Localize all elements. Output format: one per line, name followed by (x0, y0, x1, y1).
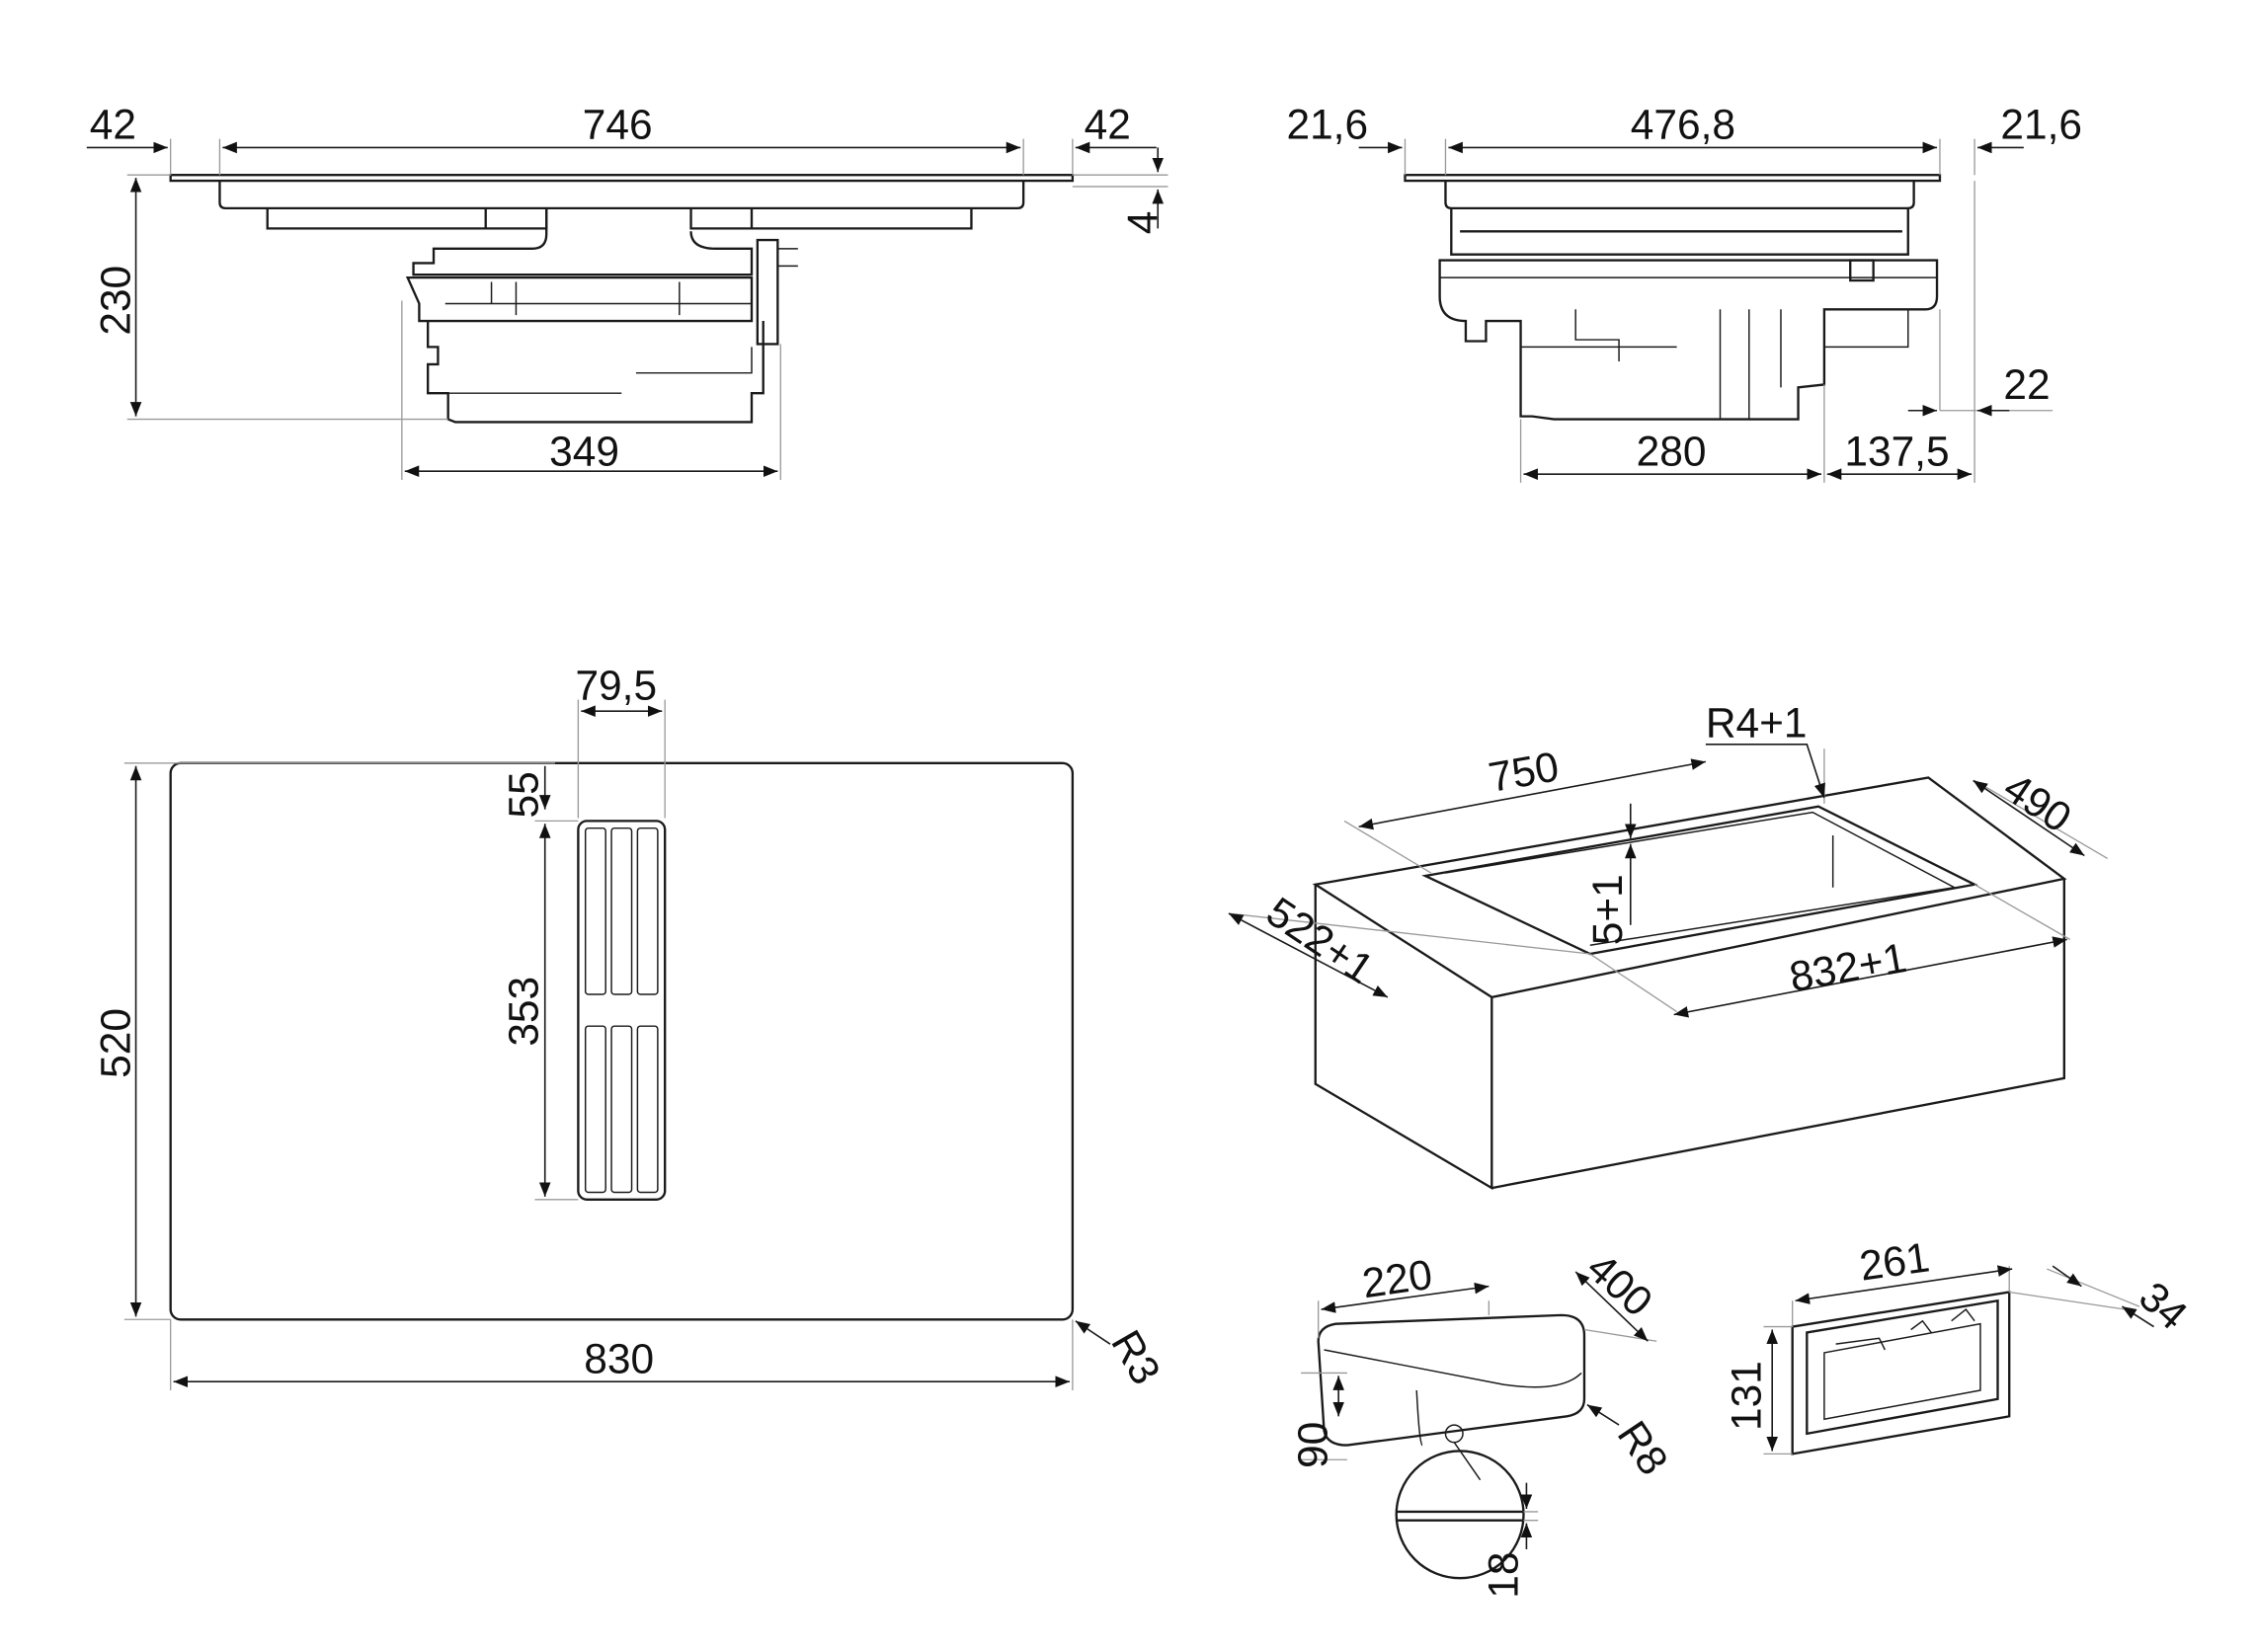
dim-vent-offset: 55 (500, 771, 546, 818)
dim-rear-gap: 137,5 (1844, 428, 1949, 474)
dim-left-overhang-short: 21,6 (1286, 102, 1368, 148)
dim-inner-depth: 490 (1995, 764, 2079, 842)
dim-duct-width: 220 (1359, 1251, 1435, 1306)
dim-left-overhang: 42 (90, 102, 136, 148)
dim-width: 830 (584, 1335, 654, 1381)
cutout-isometric: R4+1 750 490 5+1 522+1 832+1 (1228, 699, 2109, 1191)
dim-rebate-depth: 5+1 (1584, 874, 1631, 945)
dim-duct-radius: R8 (1609, 1413, 1677, 1483)
dim-adapter-depth: 34 (2131, 1273, 2197, 1339)
dim-depth: 520 (93, 1008, 139, 1078)
dim-inner-width: 750 (1486, 743, 1563, 801)
dim-adapter-width: 261 (1857, 1233, 1933, 1289)
side-view-long: 42 746 42 4 230 349 (86, 102, 1168, 481)
dim-motor-width: 349 (549, 428, 619, 474)
dim-glass-thickness: 4 (1119, 211, 1166, 235)
dim-motor-depth: 280 (1637, 428, 1707, 474)
dim-adapter-height: 131 (1723, 1361, 1769, 1431)
top-view: 79,5 55 353 520 830 R3 (93, 662, 1169, 1391)
dim-duct-height: 90 (1289, 1422, 1335, 1468)
dim-right-overhang-short: 21,6 (2000, 102, 2082, 148)
dim-duct-length: 400 (1578, 1244, 1661, 1325)
dim-rear-offset: 22 (2003, 361, 2050, 408)
dim-outer-depth: 522+1 (1258, 888, 1382, 992)
dim-outer-width: 832+1 (1786, 934, 1910, 1000)
adapter-isometric: 261 34 131 (1723, 1233, 2197, 1455)
dim-total-height: 230 (93, 266, 139, 336)
dim-right-overhang: 42 (1085, 102, 1131, 148)
dim-corner-radius: R3 (1102, 1322, 1169, 1391)
dim-body-depth: 476,8 (1631, 102, 1735, 148)
dim-vent-length: 353 (500, 977, 546, 1047)
duct-isometric: 220 400 90 R8 18 (1289, 1244, 1677, 1599)
dim-vent-width: 79,5 (575, 662, 657, 708)
dim-duct-wall: 18 (1481, 1552, 1527, 1599)
dim-body-width: 746 (583, 102, 653, 148)
dim-cutout-radius: R4+1 (1706, 699, 1808, 746)
side-view-short: 21,6 476,8 21,6 22 280 137,5 (1286, 102, 2082, 483)
